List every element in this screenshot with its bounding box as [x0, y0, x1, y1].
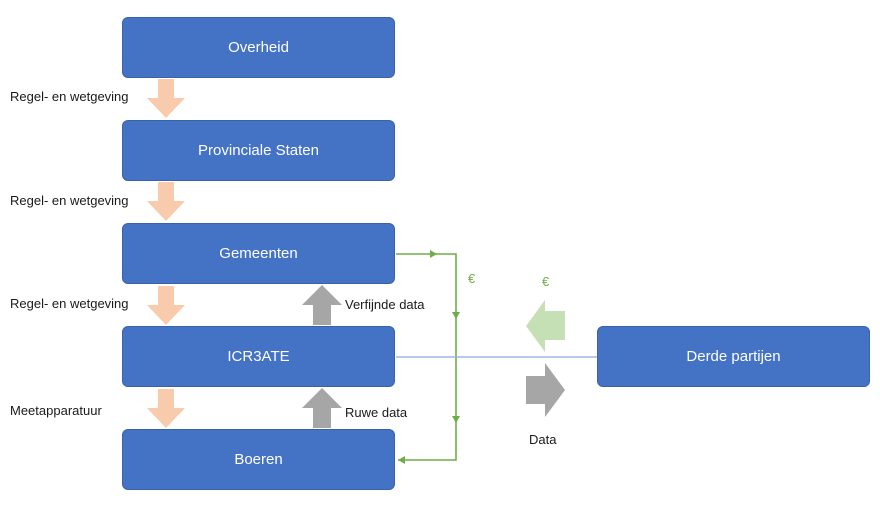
label-ruwe-data: Ruwe data — [345, 405, 408, 420]
node-derde-partijen: Derde partijen — [597, 326, 870, 387]
label-meetapparatuur: Meetapparatuur — [10, 403, 102, 418]
label-regel-wetgeving-2: Regel- en wetgeving — [10, 193, 129, 208]
node-overheid: Overheid — [122, 17, 395, 78]
label-regel-wetgeving-3: Regel- en wetgeving — [10, 296, 129, 311]
down-arrow-gemeenten-icr3ate — [147, 286, 185, 325]
money-flow-arrowhead-right — [430, 250, 437, 258]
euro-label-flow: € — [468, 271, 476, 286]
node-overheid-label: Overheid — [228, 39, 289, 56]
label-verfijnde-data: Verfijnde data — [345, 297, 425, 312]
node-gemeenten: Gemeenten — [122, 223, 395, 284]
node-provinciale-staten: Provinciale Staten — [122, 120, 395, 181]
up-arrow-icr3ate-gemeenten — [302, 285, 342, 325]
euro-label-derde: € — [542, 274, 550, 289]
data-arrow-right — [526, 363, 565, 417]
node-icr3ate: ICR3ATE — [122, 326, 395, 387]
money-flow-arrowhead-left — [398, 456, 405, 464]
node-boeren: Boeren — [122, 429, 395, 490]
node-icr3ate-label: ICR3ATE — [227, 348, 290, 365]
down-arrow-provinciale-gemeenten — [147, 182, 185, 221]
node-derde-partijen-label: Derde partijen — [686, 348, 781, 365]
money-flow-arrowhead-down-2 — [452, 416, 460, 423]
up-arrow-boeren-icr3ate — [302, 388, 342, 428]
node-boeren-label: Boeren — [234, 451, 283, 468]
money-flow-arrowhead-down-1 — [452, 312, 460, 319]
node-gemeenten-label: Gemeenten — [219, 245, 298, 262]
down-arrow-overheid-provinciale — [147, 79, 185, 118]
node-provinciale-staten-label: Provinciale Staten — [198, 142, 319, 159]
label-regel-wetgeving-1: Regel- en wetgeving — [10, 89, 129, 104]
label-data: Data — [529, 432, 557, 447]
down-arrow-icr3ate-boeren — [147, 389, 185, 428]
money-arrow-left — [526, 300, 565, 352]
